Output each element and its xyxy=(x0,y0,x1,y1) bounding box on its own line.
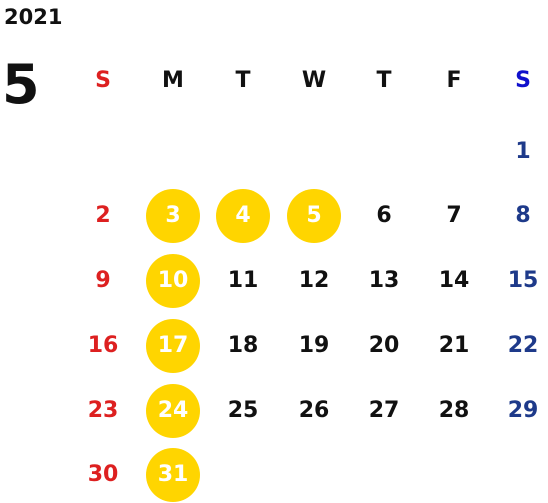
weekday-label-2: T xyxy=(235,68,251,93)
day-cell-9[interactable]: 9 xyxy=(95,268,111,293)
day-cell-2[interactable]: 2 xyxy=(95,203,111,228)
month-number: 5 xyxy=(2,53,40,116)
day-cell-23[interactable]: 23 xyxy=(87,398,119,423)
day-cell-24[interactable]: 24 xyxy=(146,384,200,438)
day-cell-8[interactable]: 8 xyxy=(515,203,531,228)
day-cell-30[interactable]: 30 xyxy=(87,462,119,487)
day-cell-28[interactable]: 28 xyxy=(438,398,470,423)
weekday-label-3: W xyxy=(301,68,327,93)
day-cell-31[interactable]: 31 xyxy=(146,448,200,502)
day-cell-19[interactable]: 19 xyxy=(298,333,330,358)
day-cell-6[interactable]: 6 xyxy=(376,203,392,228)
day-cell-20[interactable]: 20 xyxy=(368,333,400,358)
weekday-label-4: T xyxy=(376,68,392,93)
day-cell-13[interactable]: 13 xyxy=(368,268,400,293)
day-cell-11[interactable]: 11 xyxy=(227,268,259,293)
weekday-label-1: M xyxy=(162,68,184,93)
day-cell-29[interactable]: 29 xyxy=(507,398,539,423)
day-cell-17[interactable]: 17 xyxy=(146,319,200,373)
day-cell-3[interactable]: 3 xyxy=(146,189,200,243)
day-cell-15[interactable]: 15 xyxy=(507,268,539,293)
day-cell-27[interactable]: 27 xyxy=(368,398,400,423)
day-cell-10[interactable]: 10 xyxy=(146,254,200,308)
day-cell-1[interactable]: 1 xyxy=(515,139,531,164)
day-cell-26[interactable]: 26 xyxy=(298,398,330,423)
day-cell-12[interactable]: 12 xyxy=(298,268,330,293)
day-cell-4[interactable]: 4 xyxy=(216,189,270,243)
weekday-label-6: S xyxy=(515,68,531,93)
day-cell-22[interactable]: 22 xyxy=(507,333,539,358)
day-cell-5[interactable]: 5 xyxy=(287,189,341,243)
day-cell-25[interactable]: 25 xyxy=(227,398,259,423)
weekday-label-5: F xyxy=(446,68,462,93)
day-cell-14[interactable]: 14 xyxy=(438,268,470,293)
day-cell-7[interactable]: 7 xyxy=(446,203,462,228)
day-cell-21[interactable]: 21 xyxy=(438,333,470,358)
day-cell-18[interactable]: 18 xyxy=(227,333,259,358)
weekday-label-0: S xyxy=(95,68,111,93)
day-cell-16[interactable]: 16 xyxy=(87,333,119,358)
year-label: 2021 xyxy=(4,5,63,29)
